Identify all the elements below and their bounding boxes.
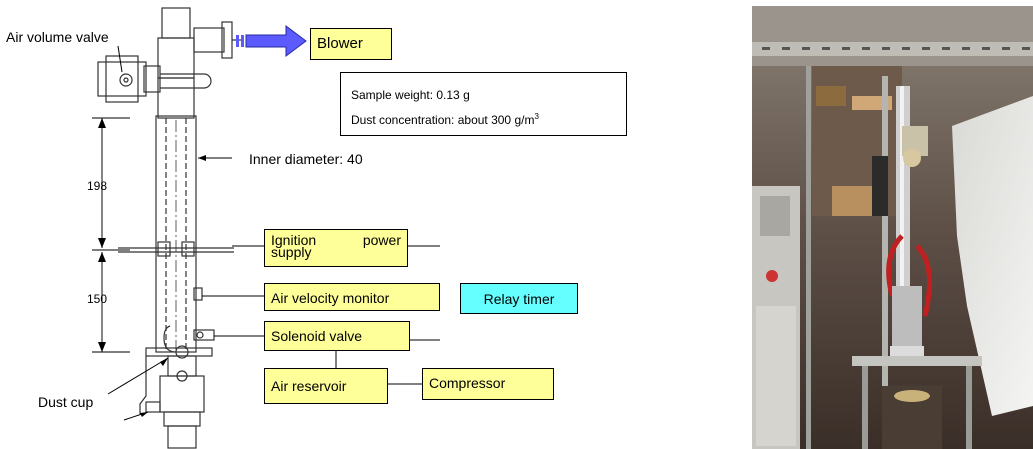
dimension-150-label: 150 <box>87 292 108 306</box>
apparatus-photo <box>752 6 1033 449</box>
dust-concentration-row: Dust concentration: about 300 g/m3 <box>351 108 626 133</box>
dust-cup-label: Dust cup <box>38 394 94 410</box>
blower-box: Blower <box>310 28 392 60</box>
inner-diameter-label: Inner diameter: 40 <box>249 151 363 167</box>
air-volume-valve-label: Air volume valve <box>6 29 109 45</box>
power-word: power <box>362 232 401 248</box>
solenoid-valve-box: Solenoid valve <box>264 321 410 351</box>
air-velocity-monitor-box: Air velocity monitor <box>264 283 440 311</box>
ignition-line-1: Ignition power <box>271 232 401 248</box>
dimension-198-label: 198 <box>87 179 108 193</box>
air-reservoir-box: Air reservoir <box>264 368 388 404</box>
relay-timer-box: Relay timer <box>460 283 578 314</box>
blower-arrow <box>236 25 307 57</box>
supply-word: supply <box>271 244 312 260</box>
experiment-info-box: Sample weight: 0.13 g Dust concentration… <box>340 72 627 136</box>
compressor-box: Compressor <box>422 368 554 400</box>
cubic-superscript: 3 <box>534 112 539 121</box>
ignition-power-supply-box: Ignition power supply <box>264 229 408 267</box>
ignition-word: Ignition <box>271 232 317 248</box>
sample-weight-text: Sample weight: 0.13 g <box>351 88 470 102</box>
apparatus-drawing <box>92 7 440 449</box>
dust-concentration-text: Dust concentration: about 300 g/m <box>351 113 535 127</box>
